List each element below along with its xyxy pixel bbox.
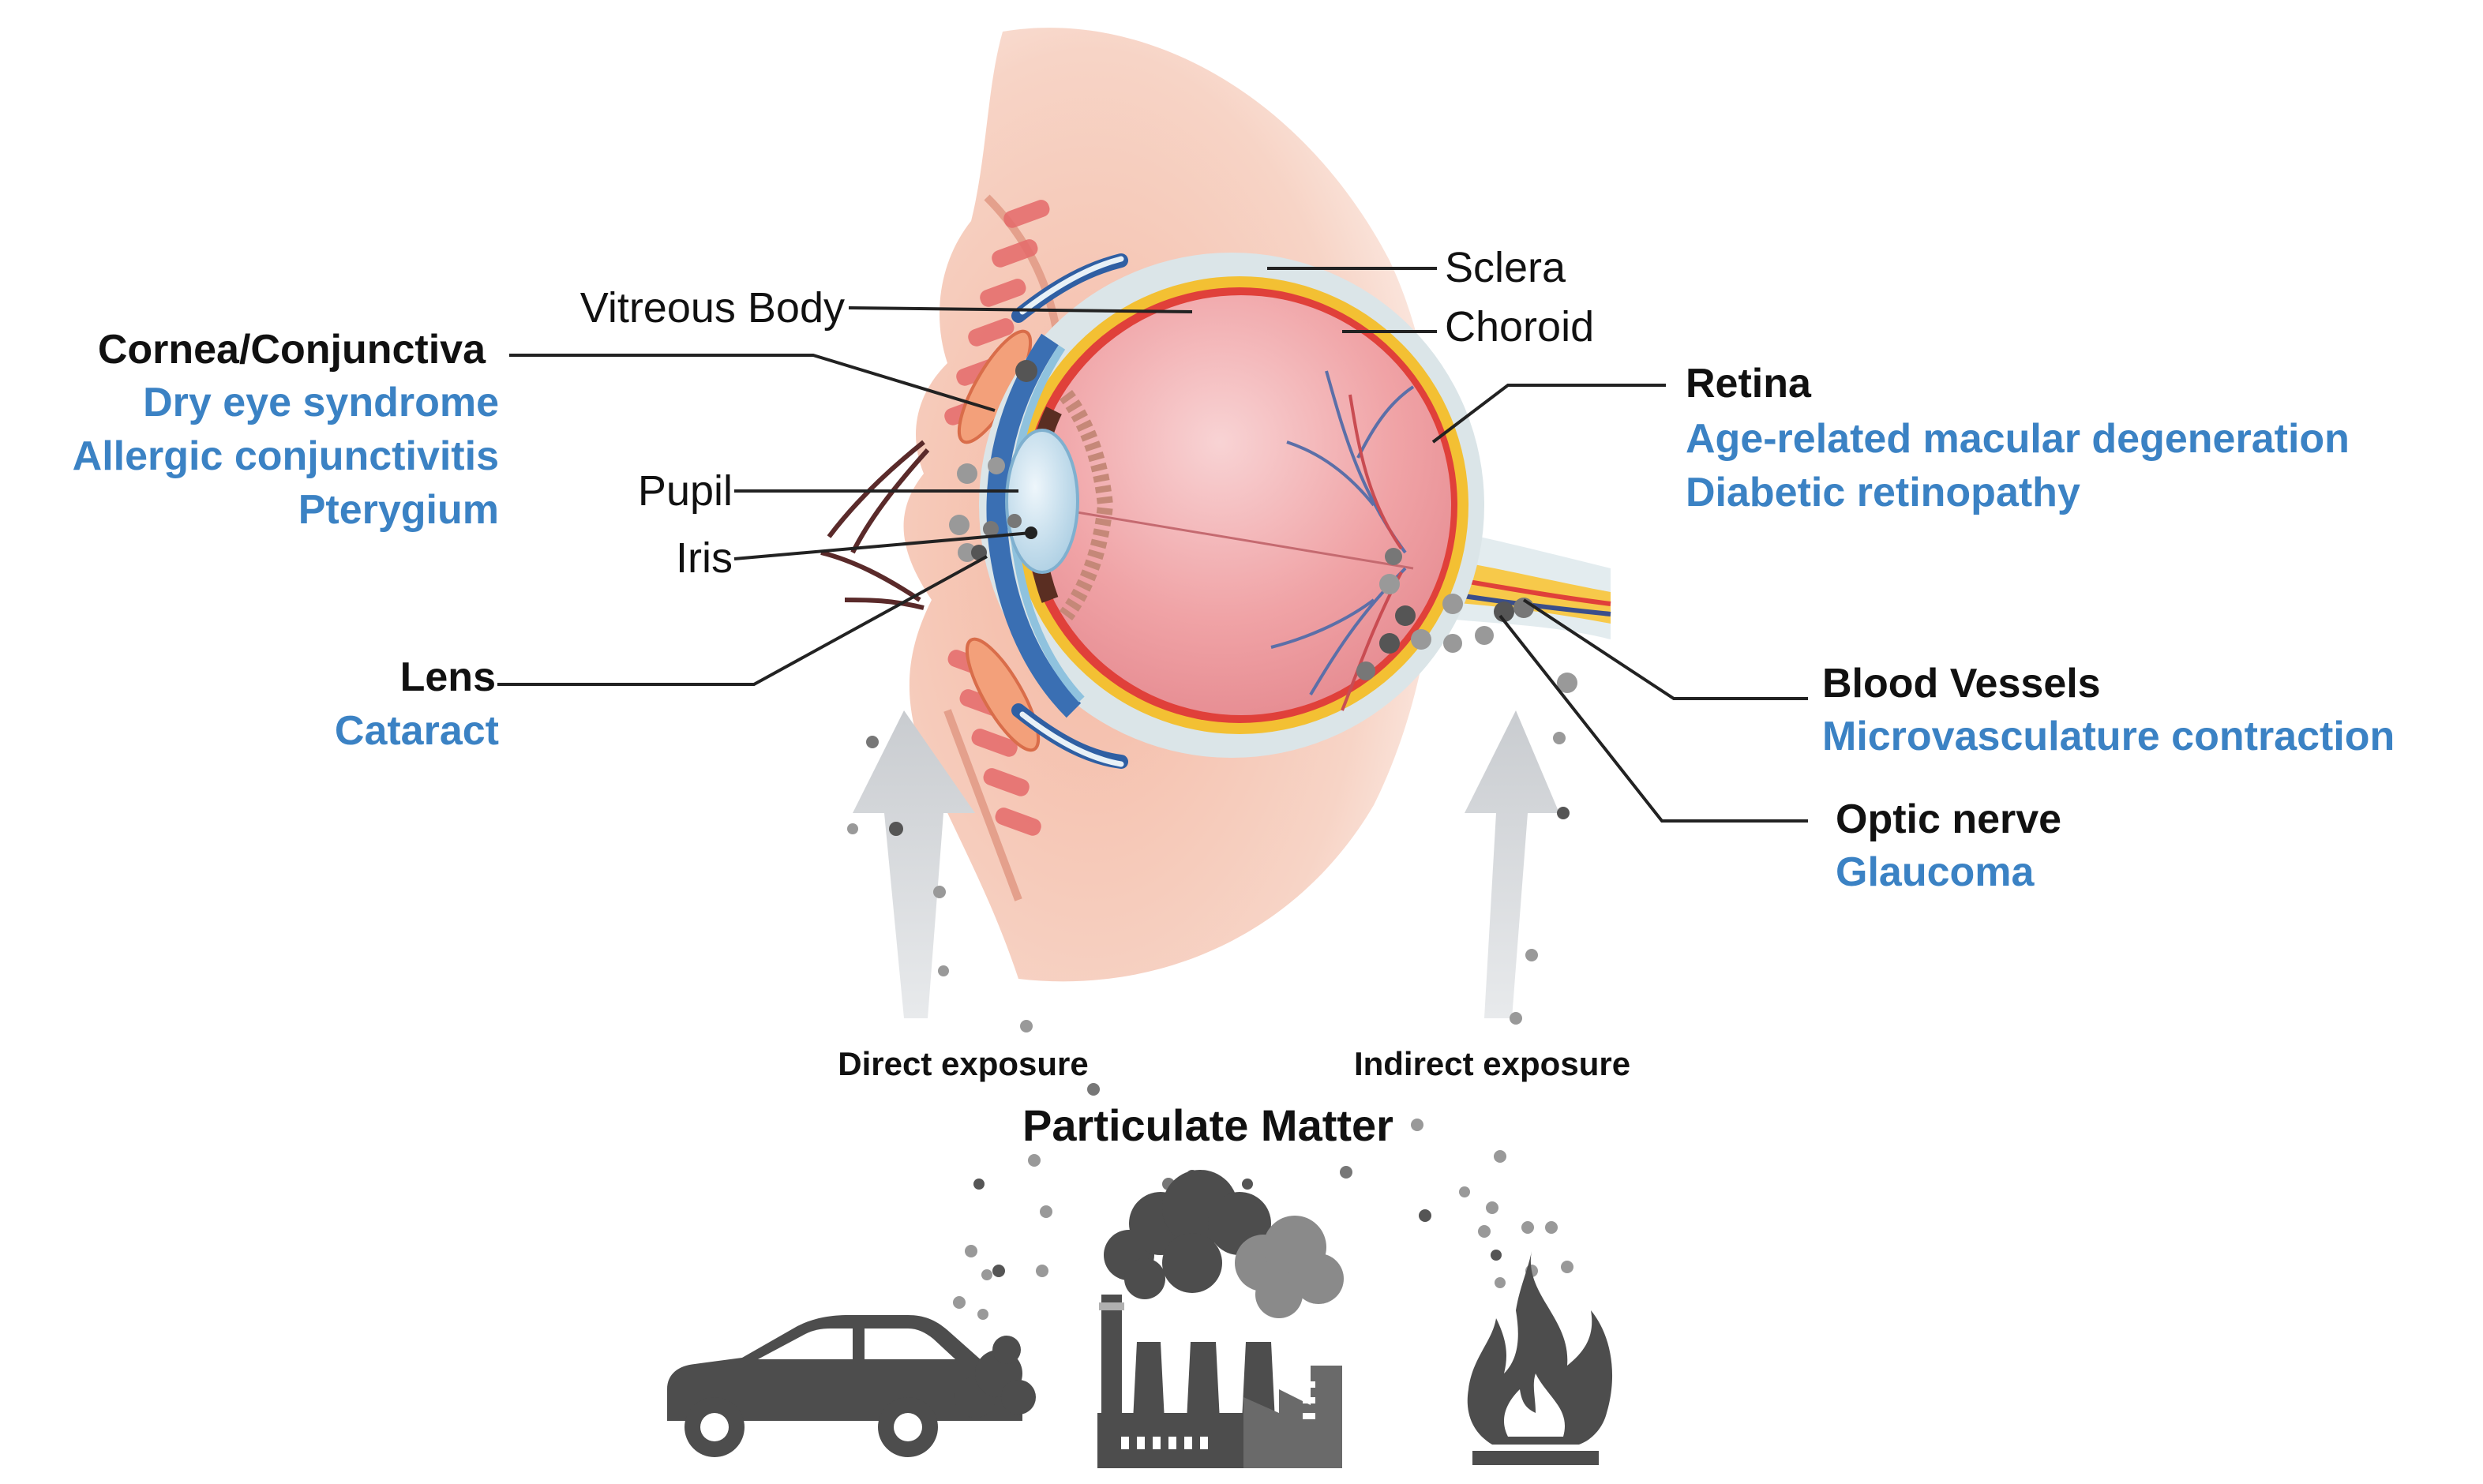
particle-dot xyxy=(1242,1179,1253,1190)
anatomy-labels: Sclera Choroid Vitreous Body Pupil Iris xyxy=(580,244,1594,582)
particle-dot xyxy=(1545,1221,1558,1234)
lens-disease-1: Cataract xyxy=(335,708,499,754)
particle-dot xyxy=(1478,1225,1491,1238)
blood-vessels-title: Blood Vessels xyxy=(1822,661,2101,706)
particle-dot xyxy=(1340,1166,1352,1179)
particle-dot xyxy=(1379,574,1400,594)
particle-dot xyxy=(971,545,987,560)
fire-icon xyxy=(1467,1251,1613,1465)
particle-dot xyxy=(988,457,1005,474)
particle-dot xyxy=(1491,1250,1502,1261)
label-vitreous-body: Vitreous Body xyxy=(580,284,845,332)
particle-dot xyxy=(1494,1150,1506,1163)
particle-dot xyxy=(1356,661,1375,680)
particle-dot xyxy=(847,823,858,834)
particle-dot xyxy=(1040,1205,1052,1218)
label-choroid: Choroid xyxy=(1445,303,1594,350)
particle-dot xyxy=(1087,1083,1100,1096)
particle-dot xyxy=(1557,807,1570,819)
retina-title: Retina xyxy=(1686,361,1812,407)
particle-dot xyxy=(992,1265,1005,1277)
blood-vessels-disease-1: Microvasculature contraction xyxy=(1822,714,2395,759)
particle-dot xyxy=(965,1245,977,1257)
particle-dot xyxy=(1020,1020,1033,1032)
particle-dot xyxy=(953,1296,966,1309)
cornea-disease-3: Pterygium xyxy=(298,487,499,533)
direct-exposure-label: Direct exposure xyxy=(838,1045,1088,1082)
retina-disease-2: Diabetic retinopathy xyxy=(1686,470,2080,515)
lens-title: Lens xyxy=(400,654,496,700)
factory-icon xyxy=(1097,1170,1344,1468)
particle-dot xyxy=(1411,1119,1423,1131)
eyeball-illustration xyxy=(979,253,1611,769)
particle-dot xyxy=(1521,1221,1534,1234)
indirect-exposure-label: Indirect exposure xyxy=(1354,1045,1630,1082)
particle-dot xyxy=(1028,1154,1041,1167)
particle-dot xyxy=(977,1309,988,1320)
particle-dot xyxy=(1553,732,1566,744)
particle-dot xyxy=(1495,1277,1506,1288)
particle-dot xyxy=(1036,1265,1048,1277)
particle-dot xyxy=(957,463,977,484)
structure-optic-nerve: Optic nerve Glaucoma xyxy=(1836,796,2061,895)
particle-dot xyxy=(1510,1012,1522,1025)
particle-dot xyxy=(1561,1261,1573,1273)
cornea-title: Cornea/Conjunctiva xyxy=(98,327,486,373)
particle-dot xyxy=(1494,601,1514,622)
indirect-exposure-arrow xyxy=(1465,710,1559,1018)
particle-dot xyxy=(1525,949,1538,961)
structure-lens: Lens Cataract xyxy=(335,654,499,754)
particle-dot xyxy=(958,543,977,562)
structure-retina: Retina Age-related macular degeneration … xyxy=(1686,361,2350,515)
particle-dot xyxy=(1411,629,1431,650)
particle-dot xyxy=(933,886,946,898)
label-pupil: Pupil xyxy=(638,467,733,515)
particle-dot xyxy=(949,515,970,535)
cornea-disease-2: Allergic conjunctivitis xyxy=(73,433,499,479)
optic-nerve-disease-1: Glaucoma xyxy=(1836,849,2035,895)
particle-dot xyxy=(938,965,949,976)
label-sclera: Sclera xyxy=(1445,244,1566,291)
particle-dot xyxy=(889,822,903,836)
label-iris: Iris xyxy=(676,534,733,582)
particle-dot xyxy=(983,521,999,537)
particle-dot xyxy=(1459,1186,1470,1197)
particle-dot xyxy=(1557,673,1577,693)
particle-dot xyxy=(1395,605,1416,626)
optic-nerve-title: Optic nerve xyxy=(1836,796,2061,842)
particle-dot xyxy=(1007,514,1022,528)
particle-dot xyxy=(1419,1209,1431,1222)
leader-lines xyxy=(497,267,1808,823)
structure-blood-vessels: Blood Vessels Microvasculature contracti… xyxy=(1822,661,2395,759)
direct-exposure-arrow xyxy=(853,710,975,1018)
structure-cornea: Cornea/Conjunctiva Dry eye syndrome Alle… xyxy=(73,327,499,533)
particle-dot xyxy=(1015,360,1037,382)
particle-dot xyxy=(1443,634,1462,653)
cornea-disease-1: Dry eye syndrome xyxy=(143,380,499,425)
particle-dot xyxy=(1475,626,1494,645)
particle-dot xyxy=(1385,548,1402,565)
retina-disease-1: Age-related macular degeneration xyxy=(1686,416,2350,462)
particle-dot xyxy=(973,1179,985,1190)
car-icon xyxy=(667,1315,1036,1457)
particle-dot xyxy=(1486,1201,1498,1214)
particulate-matter-title: Particulate Matter xyxy=(1022,1100,1393,1150)
particle-dot xyxy=(866,736,879,748)
particle-dot xyxy=(1442,594,1463,614)
particle-dot xyxy=(981,1269,992,1280)
particle-dot xyxy=(1379,633,1400,654)
